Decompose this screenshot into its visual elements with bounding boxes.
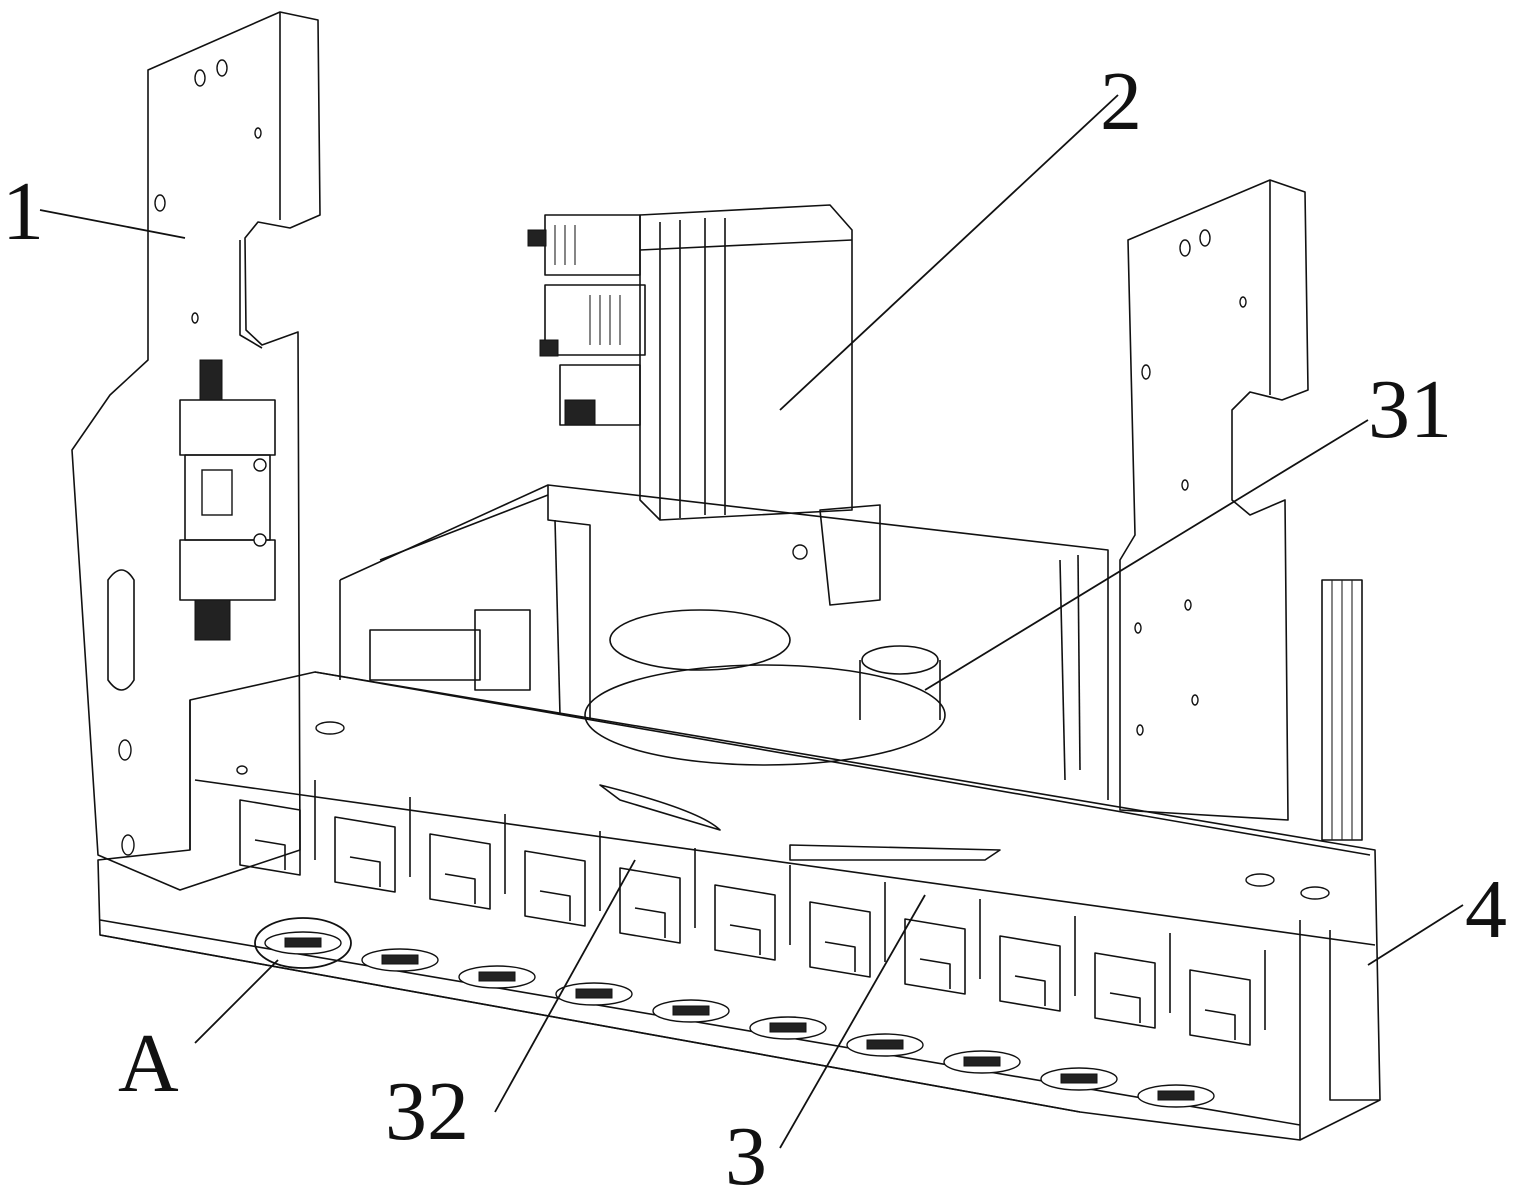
label-31: 31 [1368,363,1452,456]
slot-insert [284,937,322,948]
compartment-cell [904,918,966,995]
label-4: 4 [1465,863,1507,956]
compartment-cell [809,901,871,978]
leader-line-31 [924,419,1369,691]
label-2: 2 [1100,55,1142,148]
label-3: 3 [725,1110,767,1201]
slot-insert [381,954,419,965]
label-32: 32 [385,1065,469,1158]
leader-line-1 [39,209,186,239]
leader-line-3 [779,894,926,1149]
slot-insert [769,1022,807,1033]
compartment-cell [1094,952,1156,1029]
leader-line-a [194,959,279,1044]
right-side-plate [1119,179,1363,841]
slot-insert [575,988,613,999]
slot-insert [1060,1073,1098,1084]
slot-insert [1157,1090,1195,1101]
compartment-cell [524,850,586,927]
motor [527,204,881,606]
slot-insert [672,1005,710,1016]
compartment-cell [1189,969,1251,1046]
slot-insert [478,971,516,982]
compartment-cells [239,780,1266,1046]
detail-circle-a [254,917,352,969]
left-slide-block [179,359,276,641]
compartment-cell [619,867,681,944]
left-side-plate [71,11,321,891]
compartment-cell [239,799,301,876]
compartment-cell [334,816,396,893]
compartment-cell [714,884,776,961]
leader-line-4 [1367,904,1464,966]
base-tray [97,671,1381,1141]
slot-insert [866,1039,904,1050]
leader-line-2 [779,94,1119,411]
compartment-cell [999,935,1061,1012]
central-frame [339,484,1109,800]
leader-line-32 [494,859,636,1113]
label-1: 1 [2,165,44,258]
label-a: A [118,1017,179,1110]
bottom-slots [264,931,1215,1108]
compartment-cell [429,833,491,910]
slot-insert [963,1056,1001,1067]
